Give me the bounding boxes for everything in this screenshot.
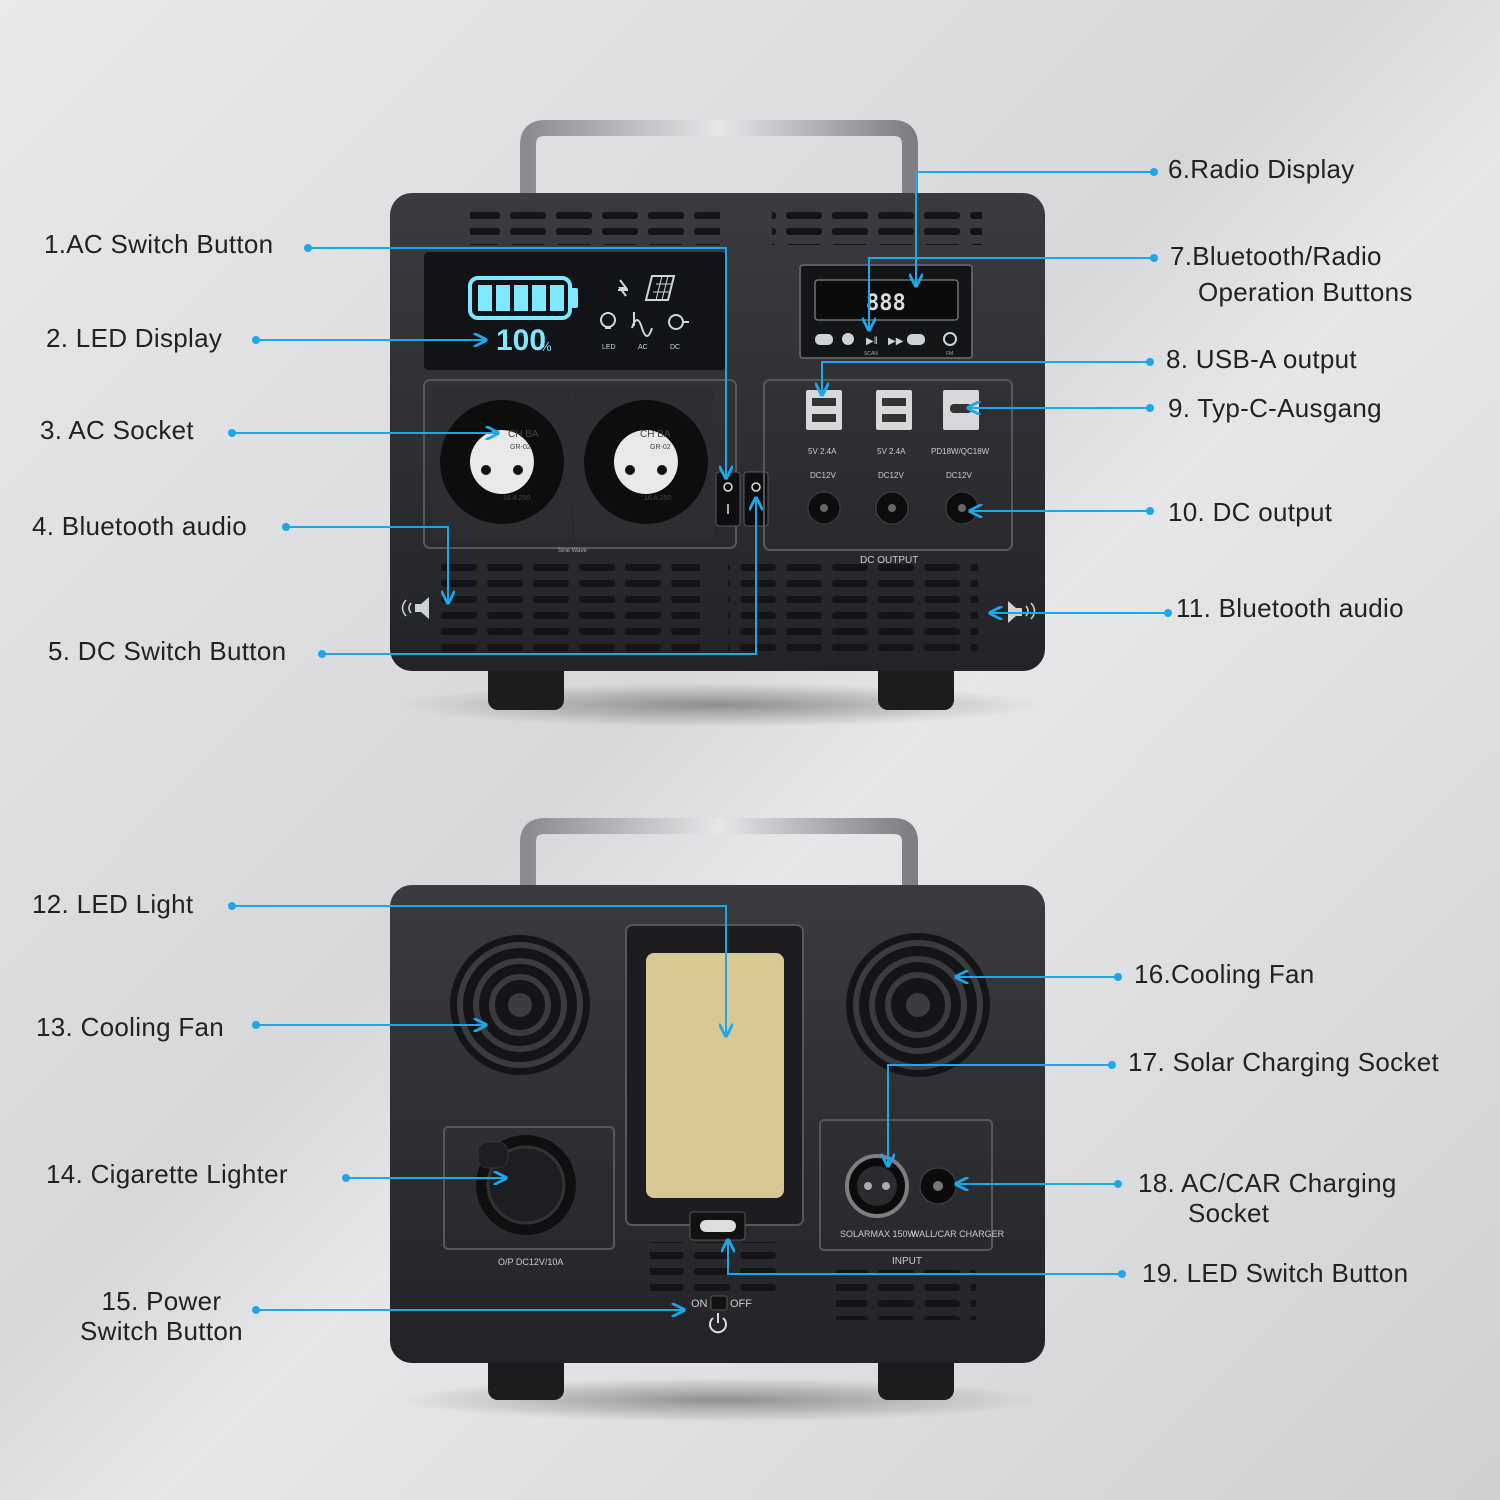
callout-dots (228, 168, 1172, 1314)
plug-icon (618, 279, 628, 297)
svg-text:INPUT: INPUT (892, 1256, 922, 1267)
power-switch-button[interactable] (710, 1295, 728, 1311)
label-solar-charging-socket: 17. Solar Charging Socket (1128, 1047, 1440, 1077)
svg-text:CH BA: CH BA (640, 429, 671, 440)
usb-c-port[interactable] (943, 390, 979, 430)
svg-text:5V 2.4A: 5V 2.4A (808, 447, 837, 456)
svg-text:16 A 250: 16 A 250 (503, 495, 530, 502)
svg-text:ON: ON (691, 1298, 708, 1310)
label-led-light: 12. LED Light (32, 889, 194, 919)
svg-text:DC OUTPUT: DC OUTPUT (860, 555, 918, 566)
svg-text:SOLARMAX 150W: SOLARMAX 150W (840, 1229, 917, 1239)
svg-text:CH BA: CH BA (508, 429, 539, 440)
ac-socket-frame (423, 379, 737, 549)
svg-text:O/P DC12V/10A: O/P DC12V/10A (498, 1257, 563, 1267)
bulb-icon (600, 312, 616, 329)
radio-button-mode[interactable] (907, 334, 925, 345)
foot-left (488, 660, 564, 710)
usb-a-port-2[interactable] (876, 390, 912, 430)
svg-text:16 A 250: 16 A 250 (644, 495, 671, 502)
label-bluetooth-radio-buttons: 7.Bluetooth/Radio Operation Buttons (1170, 241, 1413, 307)
cigarette-lighter-frame (443, 1126, 615, 1250)
callout-lines (232, 171, 1168, 1310)
label-usb-a-output: 8. USB-A output (1166, 344, 1357, 374)
cooling-fan-right (846, 933, 990, 1077)
svg-text:LED: LED (602, 344, 616, 351)
svg-text:SCAN: SCAN (864, 351, 878, 357)
label-ac-car-charging-socket: 18. AC/CAR Charging Socket (1138, 1168, 1397, 1228)
svg-text:GR-02: GR-02 (510, 444, 531, 451)
battery-icon (468, 276, 578, 320)
svg-text:GR-02: GR-02 (650, 444, 671, 451)
cooling-fan-left (450, 935, 590, 1075)
ac-car-charging-socket[interactable] (919, 1167, 957, 1205)
svg-text:DC12V: DC12V (878, 471, 904, 480)
svg-text:%: % (540, 339, 552, 354)
dc-plug-icon (668, 314, 689, 330)
label-bluetooth-audio-right: 11. Bluetooth audio (1176, 593, 1404, 623)
usb-a-port-1[interactable] (806, 390, 842, 430)
label-led-switch-button: 19. LED Switch Button (1142, 1258, 1409, 1288)
svg-text:DC: DC (670, 344, 680, 351)
svg-text:5V 2.4A: 5V 2.4A (877, 447, 906, 456)
dc-output-frame (763, 379, 1013, 551)
cigarette-lighter-socket[interactable] (476, 1135, 576, 1235)
power-icon (709, 1313, 727, 1334)
carry-handle (520, 120, 918, 200)
next-icon[interactable]: ▶▶ (888, 336, 904, 347)
ac-socket-2[interactable]: CH BA GR-02 16 A 250 (574, 387, 714, 539)
radio-buttons: ▶‖ ▶▶ (815, 332, 957, 347)
svg-text:Sine Wave: Sine Wave (558, 548, 587, 554)
led-light (646, 953, 784, 1198)
label-ac-switch-button: 1.AC Switch Button (44, 229, 274, 259)
foot-right (878, 660, 954, 710)
label-cigarette-lighter: 14. Cigarette Lighter (46, 1159, 288, 1189)
svg-text:OFF: OFF (730, 1298, 752, 1310)
svg-text:PD18W/QC18W: PD18W/QC18W (931, 447, 990, 456)
label-cooling-fan-left: 13. Cooling Fan (36, 1012, 225, 1042)
svg-text:888: 888 (866, 291, 906, 316)
label-radio-display: 6.Radio Display (1168, 154, 1355, 184)
battery-percent: 100 (496, 324, 546, 357)
ac-socket-1[interactable]: CH BA GR-02 16 A 250 (432, 387, 572, 539)
back-unit: O/P DC12V/10A SOLARMAX 150W WALL/CAR CHA… (390, 818, 1045, 1422)
ac-wave-icon (631, 312, 653, 337)
label-led-display: 2. LED Display (46, 323, 223, 353)
headphone-jack (943, 332, 957, 346)
svg-text:FM: FM (946, 351, 953, 357)
svg-text:AC: AC (638, 344, 648, 351)
front-unit: 100 % LED AC DC 888 ▶‖ ▶▶ SCAN FM (390, 120, 1045, 727)
label-ac-socket: 3. AC Socket (40, 415, 194, 445)
solar-charging-socket[interactable] (845, 1154, 909, 1218)
carry-handle-back (520, 818, 918, 890)
svg-text:DC12V: DC12V (946, 471, 972, 480)
svg-text:DC12V: DC12V (810, 471, 836, 480)
radio-button-1[interactable] (815, 334, 833, 345)
radio-display (814, 279, 959, 321)
label-power-switch-button: 15. Power Switch Button (80, 1286, 243, 1346)
label-bluetooth-audio-left: 4. Bluetooth audio (32, 511, 248, 541)
solar-panel-icon (644, 275, 676, 301)
label-typ-c-ausgang: 9. Typ-C-Ausgang (1168, 393, 1382, 423)
radio-button-prev[interactable] (842, 333, 854, 345)
svg-text:WALL/CAR CHARGER: WALL/CAR CHARGER (911, 1229, 1005, 1239)
ac-switch-button[interactable] (715, 471, 741, 527)
label-dc-switch-button: 5. DC Switch Button (48, 636, 287, 666)
speaker-left-icon (401, 597, 429, 619)
play-pause-icon[interactable]: ▶‖ (866, 336, 878, 347)
label-dc-output: 10. DC output (1168, 497, 1333, 527)
label-cooling-fan-right: 16.Cooling Fan (1134, 959, 1315, 989)
